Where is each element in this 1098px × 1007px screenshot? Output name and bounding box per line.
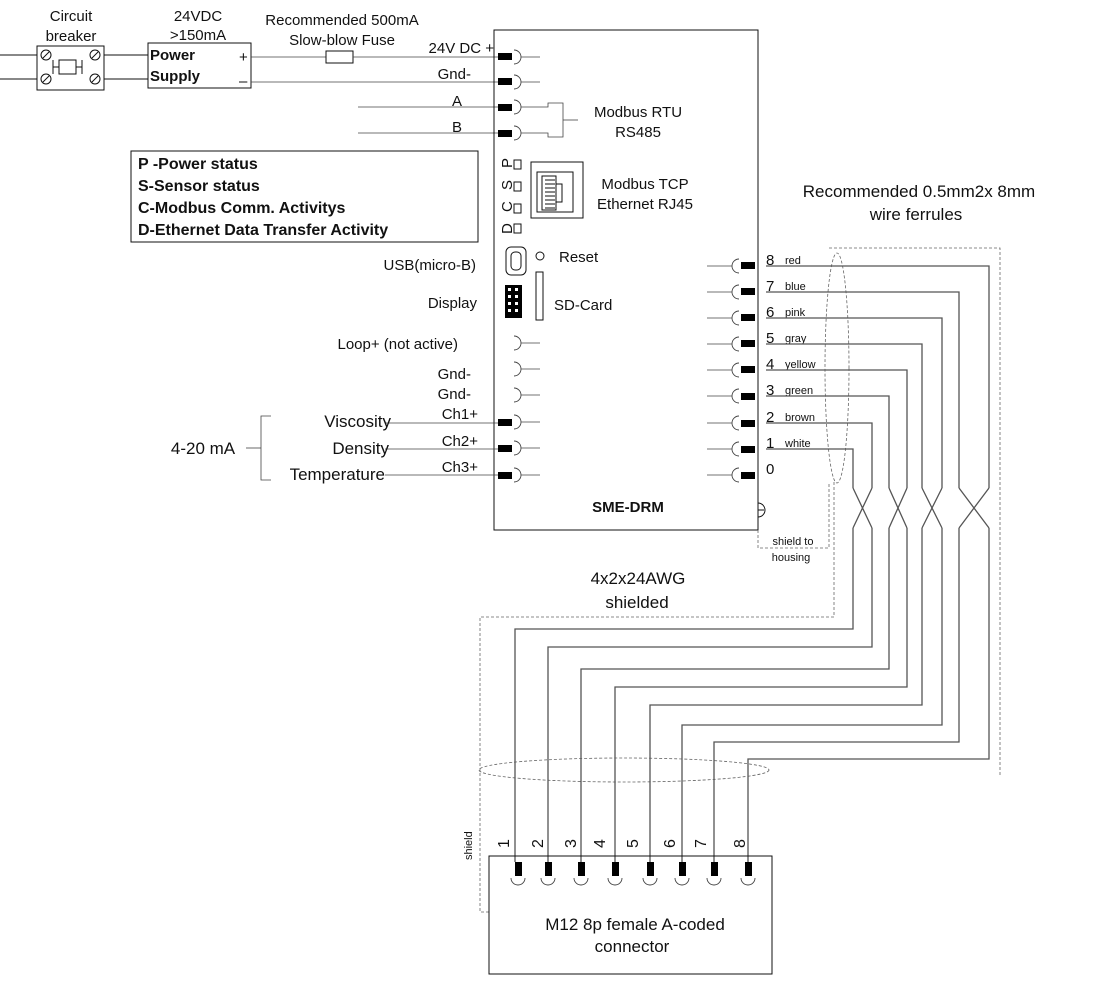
led-legend-box: [130, 150, 479, 243]
usb-port-icon: [505, 246, 527, 276]
led-letter-c: C: [499, 201, 516, 212]
usb-label: USB(micro-B): [384, 257, 477, 274]
wire-color-label: pink: [785, 307, 806, 319]
m12-pin-num: 6: [662, 839, 679, 848]
power-supply-plus: +: [239, 49, 248, 66]
gnd-label-1: Gnd-: [438, 366, 471, 383]
wire-color-label: brown: [785, 412, 815, 424]
temperature-label: Temperature: [290, 465, 385, 484]
wire-color-label: yellow: [785, 359, 816, 371]
terminal-b-label: B: [452, 119, 462, 136]
shield-housing-label-1: shield to: [773, 536, 814, 548]
density-label: Density: [332, 439, 389, 458]
wire-color-label: green: [785, 385, 813, 397]
led-letter-d: D: [499, 223, 516, 234]
m12-pin-num: 1: [496, 839, 513, 848]
right-pin-numbers: 8 7 6 5 4 3 2 1 0 red blue pink gray yel…: [766, 252, 816, 478]
display-connector-icon: [505, 285, 522, 318]
cable-wires-lower: [514, 528, 990, 862]
cable-wires-upper: [766, 265, 990, 488]
ferrules-label-2: wire ferrules: [869, 205, 963, 224]
led-legend-c: C-Modbus Comm. Activitys: [138, 200, 346, 217]
modbus-rtu-label-1: Modbus RTU: [594, 104, 682, 121]
m12-pin-num: 2: [530, 839, 547, 848]
shield-label: shield: [463, 831, 475, 860]
ground-screw-icon: [757, 502, 766, 518]
sd-card-label: SD-Card: [554, 297, 612, 314]
right-terminal-pins: [707, 258, 755, 483]
reset-label: Reset: [559, 249, 599, 266]
fuse-symbol: [325, 50, 354, 64]
device-name: SME-DRM: [592, 499, 664, 516]
m12-label-1: M12 8p female A-coded: [545, 915, 725, 934]
modbus-rtu-label-2: RS485: [615, 124, 661, 141]
shield-housing-label-2: housing: [772, 552, 811, 564]
m12-pin-numbers: 1 2 3 4 5 6 7 8: [496, 839, 749, 848]
m12-connector-box: [488, 855, 773, 975]
modbus-tcp-label-1: Modbus TCP: [601, 176, 688, 193]
analog-range-label: 4-20 mA: [171, 439, 236, 458]
terminal-24v-label: 24V DC +: [429, 40, 495, 57]
twisted-pairs: [852, 487, 990, 529]
led-legend-p: P -Power status: [138, 156, 258, 173]
m12-label-2: connector: [595, 937, 670, 956]
m12-pin-num: 4: [592, 839, 609, 848]
led-indicators: [513, 159, 522, 234]
power-supply-box: [147, 42, 252, 89]
power-supply-label-2: Supply: [150, 68, 201, 85]
viscosity-label: Viscosity: [324, 412, 391, 431]
right-pin-num: 1: [766, 435, 774, 452]
wire-color-label: blue: [785, 281, 806, 293]
sd-card-slot-icon: [535, 271, 544, 321]
right-pin-num: 2: [766, 409, 774, 426]
rj45-port-icon: [530, 161, 584, 219]
right-pin-num: 3: [766, 382, 774, 399]
wire-color-label: red: [785, 255, 801, 267]
led-letter-p: P: [499, 158, 516, 168]
led-letter-s: S: [499, 180, 516, 190]
lower-left-sockets: [498, 335, 540, 483]
right-pin-num: 6: [766, 304, 774, 321]
m12-pin-num: 7: [693, 839, 710, 848]
display-label: Display: [428, 295, 478, 312]
terminal-gnd-label: Gnd-: [438, 66, 471, 83]
loop-label: Loop+ (not active): [338, 336, 459, 353]
power-supply-minus: –: [239, 73, 248, 90]
circuit-breaker: [0, 45, 148, 91]
circuit-breaker-label-2: breaker: [46, 28, 97, 45]
m12-pins: [510, 862, 756, 886]
led-legend-d: D-Ethernet Data Transfer Activity: [138, 222, 388, 239]
reset-button-icon: [535, 251, 545, 261]
ch2-label: Ch2+: [442, 433, 479, 450]
ch1-label: Ch1+: [442, 406, 479, 423]
right-pin-num: 4: [766, 356, 774, 373]
power-supply-spec-1: 24VDC: [174, 8, 223, 25]
cable-spec-label-2: shielded: [605, 593, 668, 612]
fuse-label-1: Recommended 500mA: [265, 12, 418, 29]
left-terminal-pins: [498, 49, 540, 141]
terminal-a-label: A: [452, 93, 462, 110]
power-supply-spec-2: >150mA: [170, 27, 226, 44]
circuit-breaker-label-1: Circuit: [50, 8, 93, 25]
ch3-label: Ch3+: [442, 459, 479, 476]
gnd-label-2: Gnd-: [438, 386, 471, 403]
led-legend-s: S-Sensor status: [138, 178, 260, 195]
cable-spec-label-1: 4x2x24AWG: [591, 569, 686, 588]
wire-color-label: white: [784, 438, 811, 450]
right-pin-num: 0: [766, 461, 774, 478]
m12-pin-num: 5: [625, 839, 642, 848]
m12-pin-num: 8: [732, 839, 749, 848]
modbus-tcp-label-2: Ethernet RJ45: [597, 196, 693, 213]
right-pin-num: 8: [766, 252, 774, 269]
right-pin-num: 5: [766, 330, 774, 347]
right-pin-num: 7: [766, 278, 774, 295]
power-supply-label-1: Power: [150, 47, 195, 64]
fuse-label-2: Slow-blow Fuse: [289, 32, 395, 49]
device-box: [493, 29, 759, 531]
wire-color-label: gray: [785, 333, 807, 345]
m12-pin-num: 3: [563, 839, 580, 848]
ferrules-label-1: Recommended 0.5mm2x 8mm: [803, 182, 1035, 201]
